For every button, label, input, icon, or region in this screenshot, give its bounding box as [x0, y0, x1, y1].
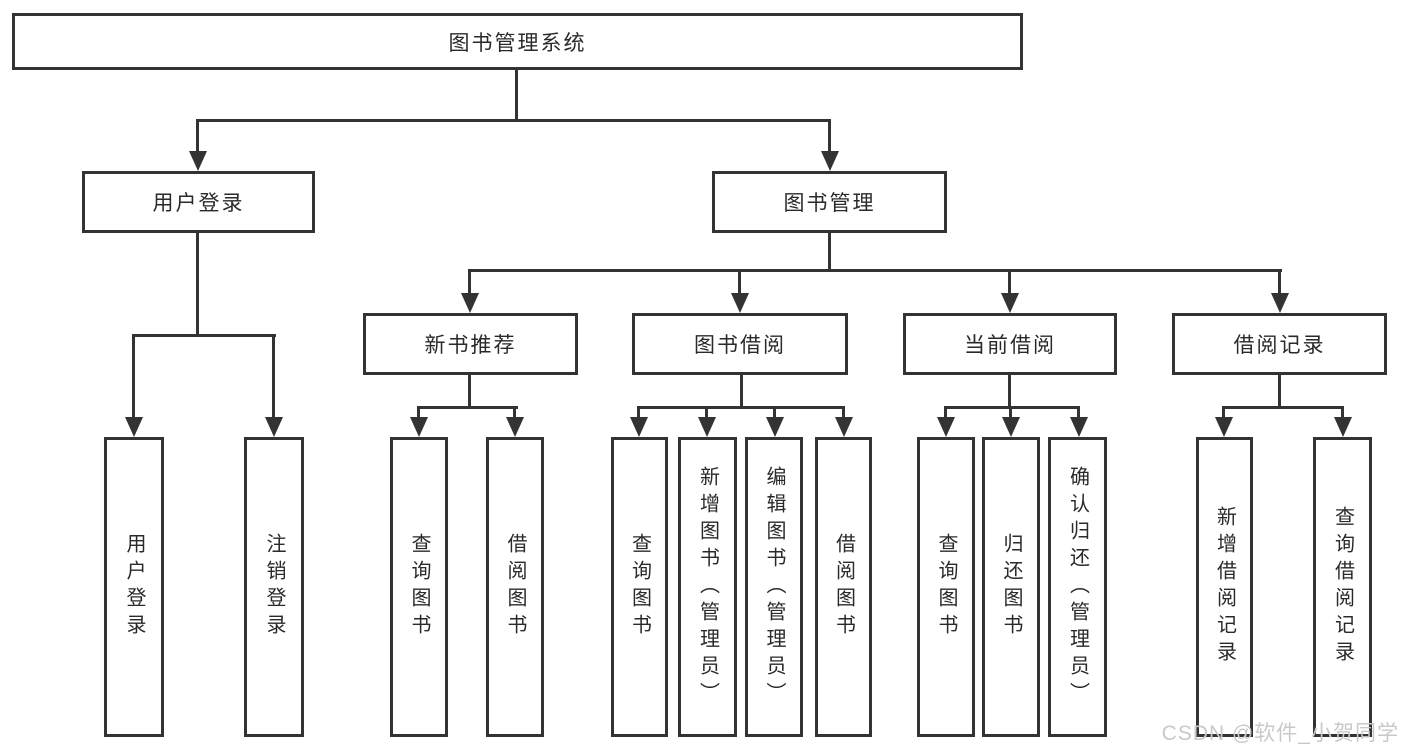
- csdn-watermark: CSDN @软件_小贺同学: [1161, 722, 1399, 745]
- node-user-login-label: 用户登录: [152, 192, 245, 215]
- node-current-borrow: 当前借阅: [903, 313, 1117, 375]
- connector-user-login-stem: [196, 233, 199, 334]
- arrowhead-book-management: [821, 151, 839, 171]
- arrowhead-new-book: [461, 293, 479, 313]
- arrowhead-cb-leaf3: [1070, 417, 1088, 437]
- connector-br-leaf2-drop: [1341, 406, 1344, 419]
- arrowhead-bb-leaf4: [835, 417, 853, 437]
- arrowhead-book-borrow: [731, 293, 749, 313]
- arrowhead-bb-leaf1: [630, 417, 648, 437]
- node-current-borrow-label: 当前借阅: [964, 334, 1056, 357]
- arrowhead-br-leaf2: [1334, 417, 1352, 437]
- arrowhead-nb-leaf1: [410, 417, 428, 437]
- leaf-br-query-record: 查询借阅记录: [1313, 437, 1372, 737]
- leaf-logout-label: 注销登录: [263, 533, 285, 641]
- connector-current-borrow-bar: [944, 406, 1080, 409]
- connector-new-book-bar: [417, 406, 518, 409]
- node-book-management: 图书管理: [712, 171, 947, 233]
- arrowhead-borrow-records: [1271, 293, 1289, 313]
- node-root-label: 图书管理系统: [448, 31, 587, 55]
- connector-bb-leaf4-drop: [842, 406, 845, 419]
- connector-user-login-bar: [133, 334, 276, 337]
- node-borrow-records: 借阅记录: [1172, 313, 1387, 375]
- connector-new-book-drop: [468, 269, 471, 295]
- leaf-cb-return-book-label: 归还图书: [1000, 533, 1022, 641]
- connector-new-book-stem: [468, 375, 471, 406]
- leaf-cb-return-book: 归还图书: [982, 437, 1040, 737]
- leaf-br-query-record-label: 查询借阅记录: [1331, 506, 1354, 668]
- connector-current-borrow-stem: [1008, 375, 1011, 406]
- leaf-cb-query-book-label: 查询图书: [935, 533, 957, 641]
- node-new-book-recommend-label: 新书推荐: [424, 334, 517, 357]
- leaf-user-login-label: 用户登录: [123, 533, 145, 641]
- connector-book-management-drop: [828, 119, 831, 155]
- connector-cb-leaf3-drop: [1077, 406, 1080, 419]
- leaf-logout: 注销登录: [244, 437, 304, 737]
- arrowhead-bb-leaf3: [766, 417, 784, 437]
- leaf-cb-confirm-return-admin-label: 确认归还（管理员）: [1066, 465, 1089, 709]
- connector-borrow-records-stem: [1278, 375, 1281, 406]
- leaf-bb-borrow-book-label: 借阅图书: [832, 533, 855, 641]
- connector-book-management-stem: [828, 233, 831, 269]
- leaf-cb-query-book: 查询图书: [917, 437, 975, 737]
- connector-root-bar: [197, 119, 831, 122]
- leaf-user-login: 用户登录: [104, 437, 164, 737]
- connector-current-borrow-drop: [1008, 269, 1011, 295]
- leaf-bb-edit-book-admin-label: 编辑图书（管理员）: [763, 465, 785, 709]
- connector-book-management-bar: [469, 269, 1282, 272]
- connector-br-leaf1-drop: [1222, 406, 1225, 419]
- connector-nb-leaf2-drop: [513, 406, 516, 419]
- node-root: 图书管理系统: [12, 13, 1023, 70]
- leaf-br-add-record: 新增借阅记录: [1196, 437, 1253, 737]
- arrowhead-bb-leaf2: [698, 417, 716, 437]
- node-book-borrow-label: 图书借阅: [694, 334, 786, 357]
- connector-bb-leaf3-drop: [773, 406, 776, 419]
- arrowhead-cb-leaf2: [1002, 417, 1020, 437]
- connector-book-borrow-stem: [740, 375, 743, 406]
- connector-book-borrow-drop: [738, 269, 741, 295]
- leaf-nb-borrow-book-label: 借阅图书: [504, 533, 526, 641]
- connector-cb-leaf2-drop: [1009, 406, 1012, 419]
- leaf-nb-borrow-book: 借阅图书: [486, 437, 544, 737]
- leaf-bb-edit-book-admin: 编辑图书（管理员）: [745, 437, 803, 737]
- leaf-br-add-record-label: 新增借阅记录: [1213, 506, 1236, 668]
- leaf-bb-query-book-label: 查询图书: [628, 533, 651, 641]
- leaf-nb-query-book-label: 查询图书: [408, 533, 430, 641]
- connector-nb-leaf1-drop: [417, 406, 420, 419]
- connector-cb-leaf1-drop: [944, 406, 947, 419]
- connector-leaf-login-drop: [132, 334, 135, 419]
- leaf-cb-confirm-return-admin: 确认归还（管理员）: [1048, 437, 1107, 737]
- leaf-bb-borrow-book: 借阅图书: [815, 437, 872, 737]
- connector-root-stem: [515, 70, 518, 119]
- arrowhead-leaf-login: [125, 417, 143, 437]
- connector-bb-leaf1-drop: [637, 406, 640, 419]
- node-borrow-records-label: 借阅记录: [1233, 334, 1326, 357]
- leaf-bb-add-book-admin: 新增图书（管理员）: [678, 437, 737, 737]
- leaf-nb-query-book: 查询图书: [390, 437, 448, 737]
- connector-borrow-records-bar: [1222, 406, 1344, 409]
- connector-borrow-records-drop: [1278, 269, 1281, 295]
- connector-bb-leaf2-drop: [705, 406, 708, 419]
- arrowhead-cb-leaf1: [937, 417, 955, 437]
- node-user-login: 用户登录: [82, 171, 315, 233]
- leaf-bb-add-book-admin-label: 新增图书（管理员）: [696, 465, 719, 709]
- connector-book-borrow-bar: [637, 406, 845, 409]
- arrowhead-br-leaf1: [1215, 417, 1233, 437]
- arrowhead-user-login: [189, 151, 207, 171]
- connector-user-login-drop: [196, 119, 199, 155]
- arrowhead-leaf-logout: [265, 417, 283, 437]
- arrowhead-nb-leaf2: [506, 417, 524, 437]
- node-book-management-label: 图书管理: [783, 192, 876, 215]
- arrowhead-current-borrow: [1001, 293, 1019, 313]
- connector-leaf-logout-drop: [272, 334, 275, 419]
- node-book-borrow: 图书借阅: [632, 313, 848, 375]
- leaf-bb-query-book: 查询图书: [611, 437, 668, 737]
- node-new-book-recommend: 新书推荐: [363, 313, 578, 375]
